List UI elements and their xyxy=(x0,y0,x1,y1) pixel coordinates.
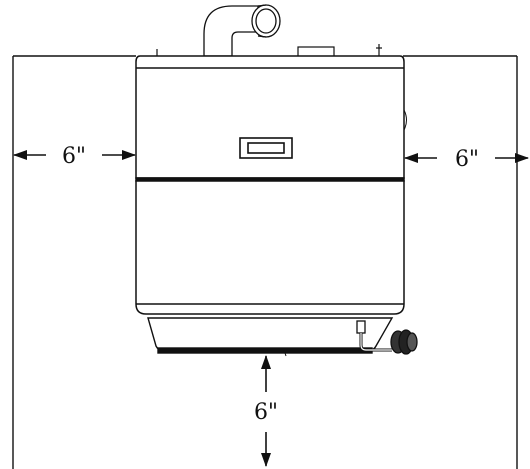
drain-valve xyxy=(356,320,418,355)
bottom-clearance-label: 6" xyxy=(254,400,278,425)
top-fittings xyxy=(156,44,382,58)
enclosure-walls xyxy=(12,55,518,469)
right-clearance-label: 6" xyxy=(455,147,479,172)
base-pan xyxy=(147,317,394,357)
control-handle xyxy=(239,137,293,159)
upper-cabinet xyxy=(135,55,405,179)
lower-cabinet xyxy=(135,109,407,315)
vent-pipe xyxy=(203,4,281,57)
left-clearance-label: 6" xyxy=(62,144,86,169)
